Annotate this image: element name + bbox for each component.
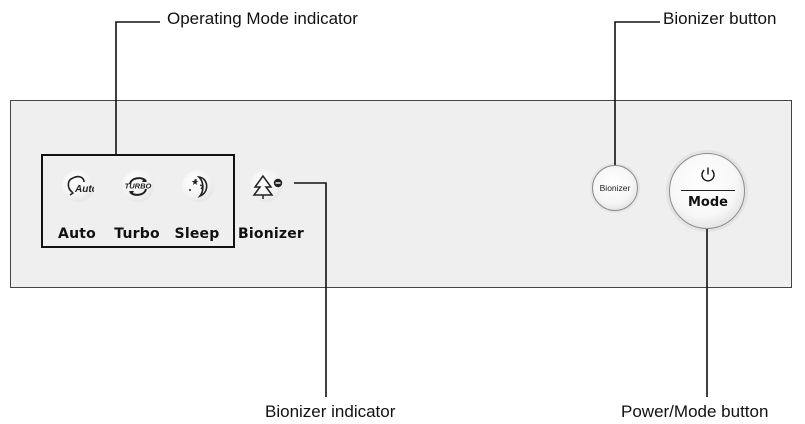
turbo-icon: TURBO	[122, 170, 154, 202]
operating-mode-callout: Operating Mode indicator	[167, 9, 358, 28]
auto-icon: Auto	[62, 170, 94, 202]
power-icon	[701, 167, 715, 182]
svg-text:★: ★	[191, 178, 199, 188]
auto-label: Auto	[58, 226, 96, 242]
bionizer-button-label: Bionizer	[599, 183, 631, 193]
turbo-label: Turbo	[114, 226, 160, 242]
bionizer-indicator-label: Bionizer	[238, 226, 305, 242]
sleep-indicator: ★ Sleep	[167, 160, 227, 242]
turbo-icon-text: TURBO	[125, 182, 152, 191]
bionizer-button[interactable]: Bionizer	[592, 165, 638, 211]
auto-indicator: Auto Auto	[47, 160, 107, 242]
bionizer-button-callout: Bionizer button	[663, 9, 777, 28]
auto-icon-text: Auto	[74, 184, 94, 195]
bionizer-indicator: Bionizer	[238, 160, 304, 242]
power-mode-button-callout: Power/Mode button	[621, 402, 769, 421]
mode-divider	[681, 190, 735, 191]
bionizer-indicator-callout: Bionizer indicator	[265, 402, 396, 421]
sleep-icon: ★	[182, 170, 214, 202]
bionizer-icon	[250, 170, 283, 202]
sleep-label: Sleep	[174, 226, 220, 242]
mode-label: Mode	[688, 195, 728, 210]
turbo-indicator: TURBO Turbo	[107, 160, 167, 242]
power-mode-button[interactable]: Mode	[669, 153, 745, 229]
operating-mode-group	[41, 154, 235, 248]
